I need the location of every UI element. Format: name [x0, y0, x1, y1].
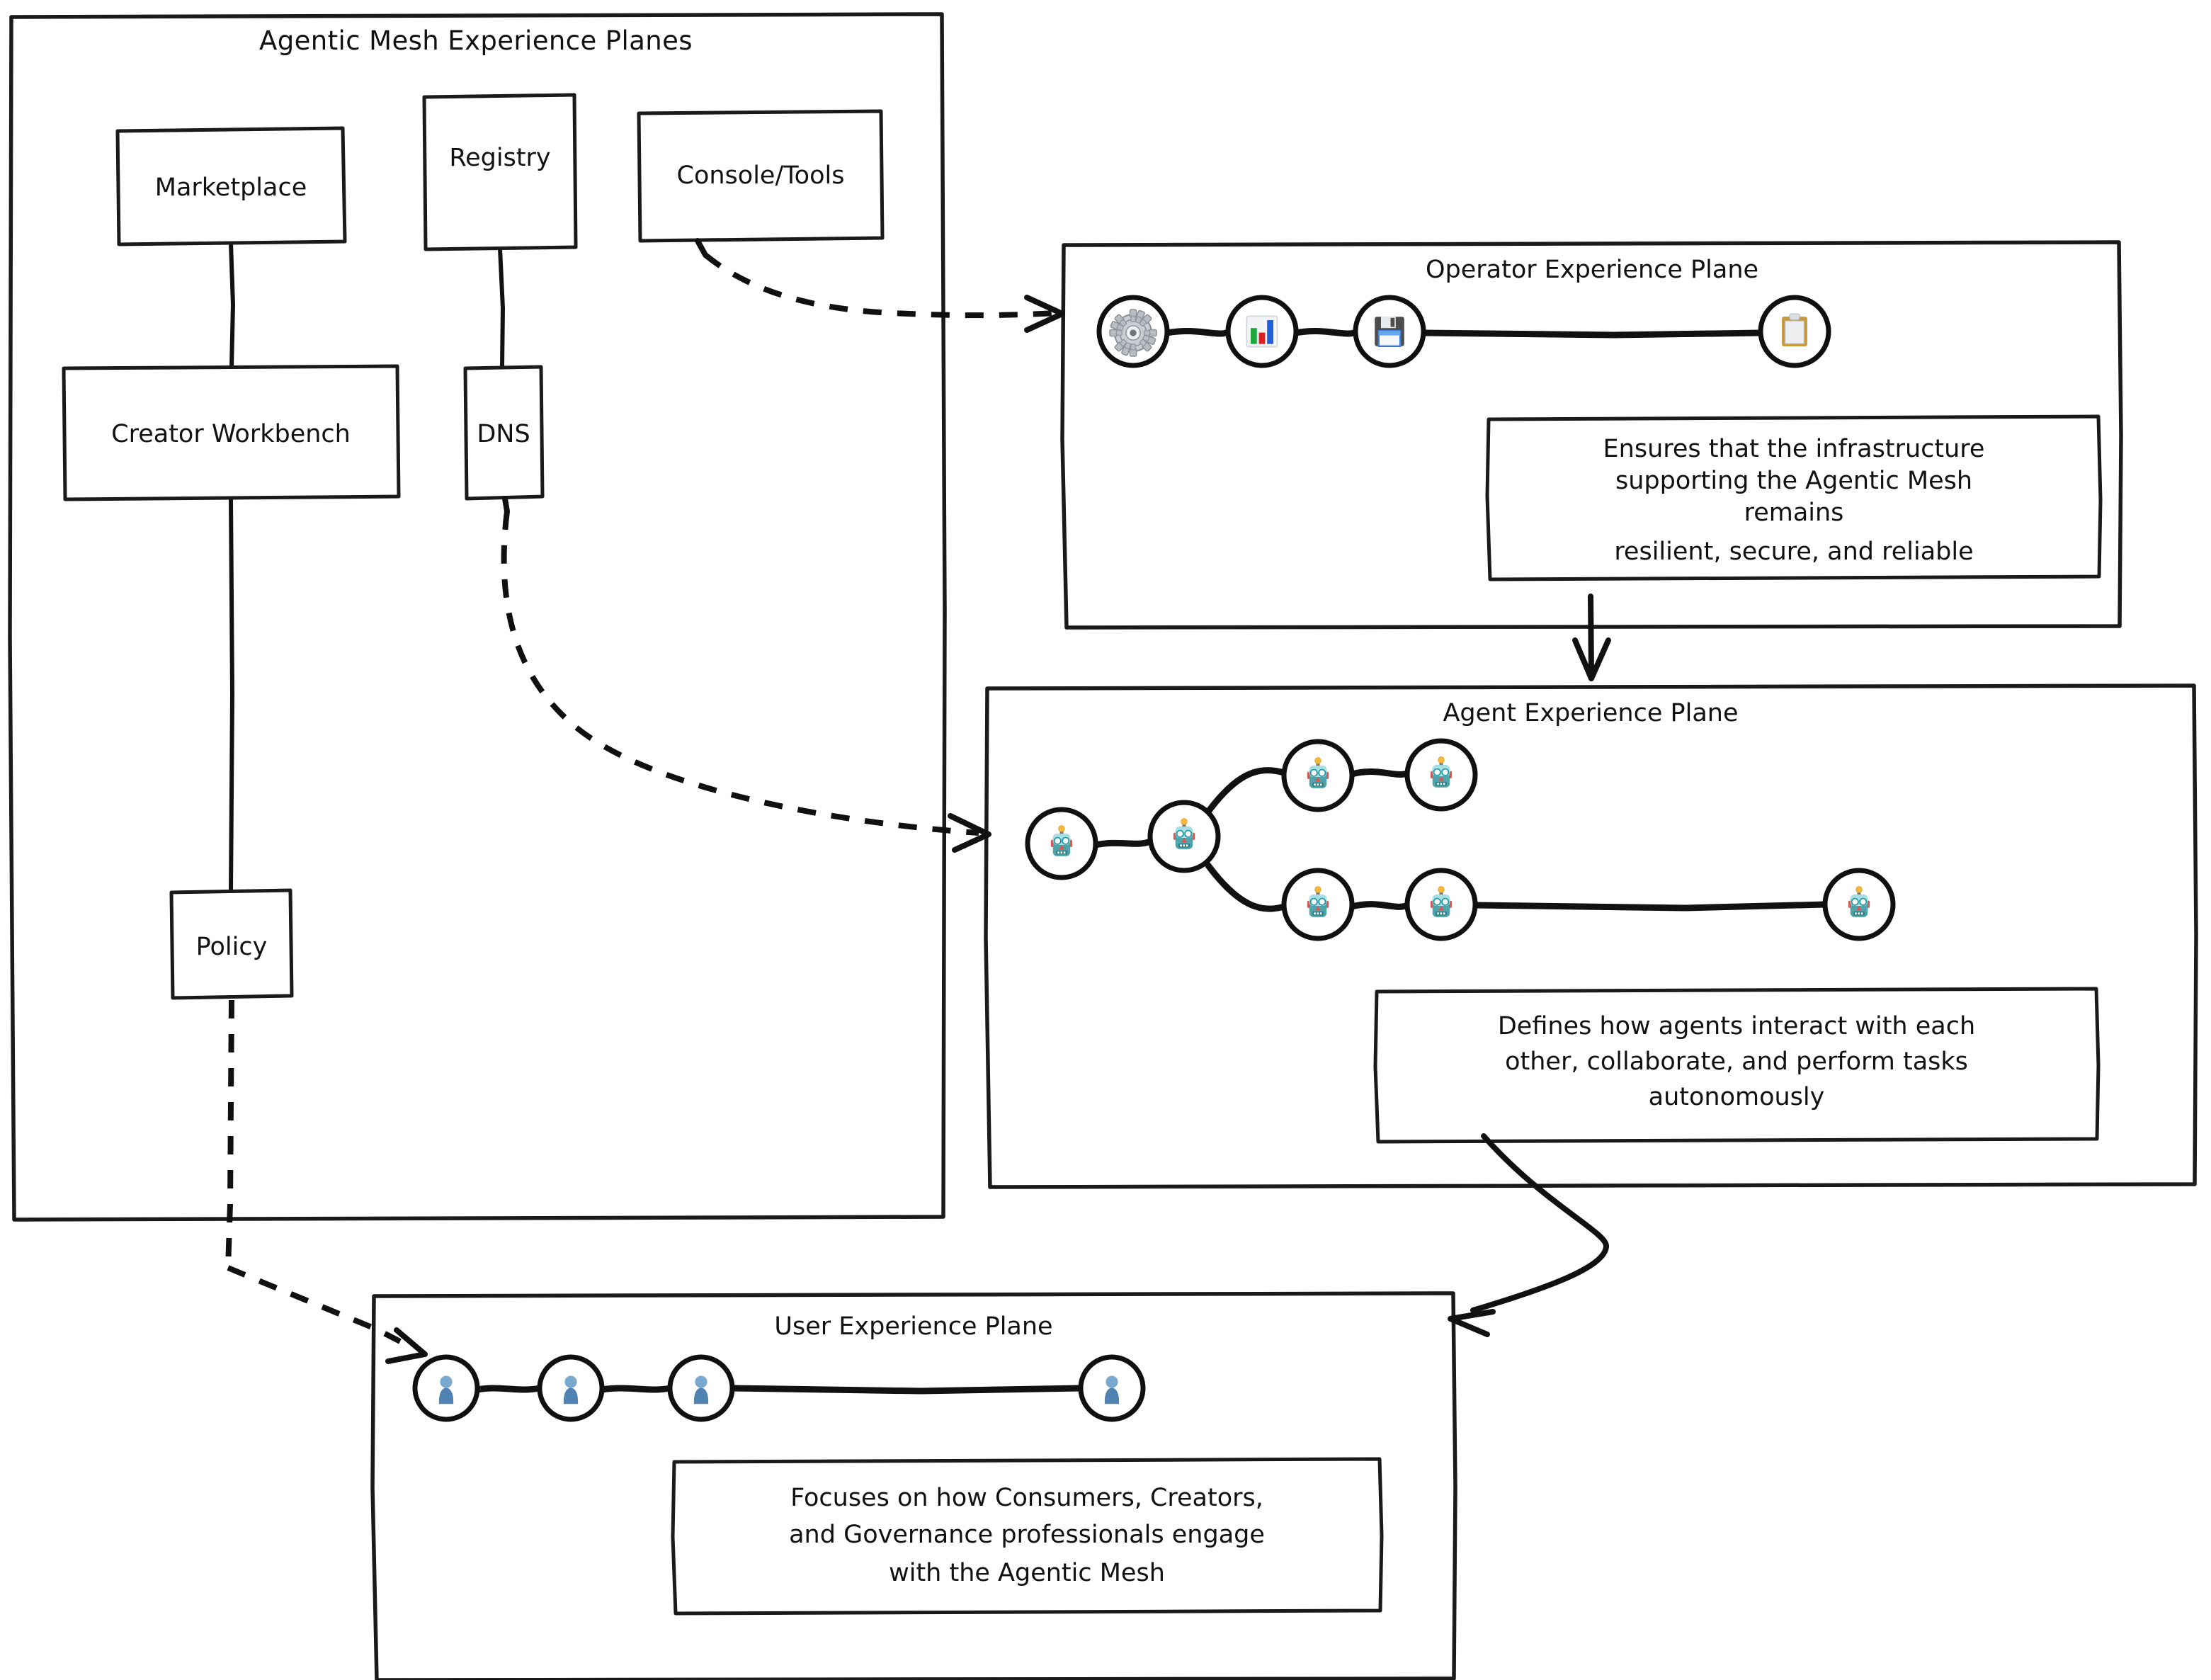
box-dns[interactable]: DNS [463, 365, 545, 501]
box-dns-label: DNS [477, 420, 530, 448]
operator-plane-title: Operator Experience Plane [1426, 256, 1758, 284]
agent-link-3-4 [1348, 768, 1411, 778]
agent-link-2-3 [1205, 767, 1288, 815]
ag-node-1[interactable] [1025, 807, 1098, 880]
agent-experience-plane: Agent Experience Plane [984, 683, 2198, 1189]
arrowhead-agent-to-user [1448, 1309, 1496, 1337]
cross-link-policy-to-user [225, 999, 428, 1364]
arrowhead-policy-to-user [385, 1327, 428, 1364]
operator-note-line-1: Ensures that the infrastructure [1603, 435, 1985, 463]
agent-note-line-2: other, collaborate, and perform tasks [1505, 1048, 1968, 1076]
arrowhead-dns-to-agent [948, 813, 991, 853]
user-note-line-1: Focuses on how Consumers, Creators, [790, 1484, 1263, 1512]
agent-plane-title: Agent Experience Plane [1443, 699, 1738, 727]
user-note-line-3: with the Agentic Mesh [889, 1559, 1165, 1587]
user-link-2-3 [598, 1385, 673, 1393]
main-container-frame [8, 12, 947, 1222]
arrowhead-console-to-operator [1024, 295, 1065, 333]
floppy-disk-icon [1373, 316, 1406, 347]
op-node-1[interactable] [1096, 295, 1170, 368]
link-marketplace-creator-workbench [229, 242, 236, 369]
op-node-3[interactable] [1353, 295, 1426, 368]
box-creator-workbench-label: Creator Workbench [111, 420, 351, 448]
box-console-tools[interactable]: Console/Tools [637, 109, 885, 243]
box-marketplace[interactable]: Marketplace [115, 126, 347, 246]
ag-node-6[interactable] [1404, 868, 1478, 941]
box-creator-workbench[interactable]: Creator Workbench [62, 364, 401, 501]
main-internal-links [229, 242, 506, 893]
agent-link-5-6 [1348, 901, 1411, 910]
ag-node-2[interactable] [1147, 800, 1221, 873]
agent-link-1-2 [1092, 838, 1154, 848]
op-node-4[interactable] [1758, 295, 1831, 368]
ag-node-4[interactable] [1404, 738, 1478, 812]
box-console-tools-label: Console/Tools [677, 161, 845, 190]
link-creator-workbench-policy [229, 496, 235, 893]
operator-note-line-4: resilient, secure, and reliable [1614, 538, 1973, 566]
ag-node-5[interactable] [1281, 868, 1355, 941]
ux-node-1[interactable] [412, 1354, 480, 1422]
user-plane-title: User Experience Plane [774, 1312, 1052, 1341]
agent-note-line-3: autonomously [1649, 1083, 1825, 1111]
ux-node-4[interactable] [1078, 1354, 1146, 1422]
user-link-3-4 [729, 1385, 1084, 1395]
bar-chart-icon [1246, 315, 1278, 348]
user-experience-plane: User Experience Plane Focuses on how Con… [370, 1291, 1457, 1680]
link-registry-dns [498, 246, 506, 369]
ag-node-3[interactable] [1281, 739, 1355, 812]
operator-note-line-2: supporting the Agentic Mesh [1615, 467, 1972, 495]
user-note-line-2: and Governance professionals engage [789, 1521, 1265, 1549]
operator-node-link-2 [1292, 327, 1359, 337]
box-marketplace-label: Marketplace [155, 174, 307, 202]
operator-note-line-3: remains [1744, 499, 1844, 527]
user-note-box: Focuses on how Consumers, Creators, and … [671, 1457, 1384, 1616]
agent-note-line-1: Defines how agents interact with each [1498, 1012, 1975, 1040]
user-link-1-2 [474, 1385, 543, 1393]
operator-experience-plane: Operator Experience Plane Ensures that t… [1060, 240, 2123, 630]
op-node-2[interactable] [1225, 295, 1299, 368]
ux-node-3[interactable] [667, 1354, 735, 1422]
operator-note-box: Ensures that the infrastructure supporti… [1485, 414, 2103, 581]
arrowhead-operator-to-agent [1572, 637, 1611, 681]
operator-node-link-3 [1420, 329, 1764, 339]
ag-node-7[interactable] [1822, 868, 1896, 941]
cross-link-operator-to-agent [1572, 594, 1611, 681]
agent-link-2-5 [1205, 862, 1288, 912]
box-registry-label: Registry [449, 144, 550, 172]
box-policy-label: Policy [196, 933, 268, 961]
agent-note-box: Defines how agents interact with each ot… [1373, 987, 2101, 1144]
cross-link-agent-to-user [1448, 1133, 1609, 1337]
clipboard-icon [1781, 313, 1808, 347]
agent-link-6-7 [1472, 901, 1829, 912]
ux-node-2[interactable] [537, 1354, 605, 1422]
cross-link-console-to-operator [695, 238, 1065, 333]
box-registry[interactable]: Registry [422, 93, 578, 251]
main-container-title: Agentic Mesh Experience Planes [259, 25, 693, 56]
operator-node-link-1 [1164, 327, 1232, 337]
cross-link-dns-to-agent [501, 496, 991, 853]
box-policy[interactable]: Policy [169, 888, 294, 1000]
